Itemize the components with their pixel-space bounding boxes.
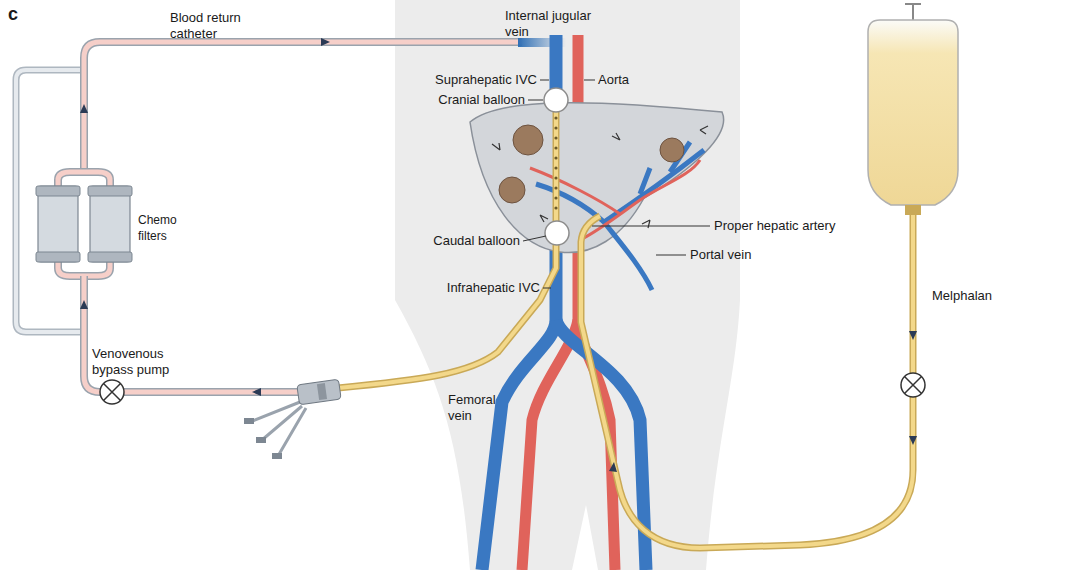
cranial-balloon [544,88,568,112]
vessel-label: Aorta [598,72,629,88]
infusion-pump-symbol [901,373,925,397]
chemo-filter-cartridge [36,186,132,262]
vessel-label: Infrahepatic IVC [447,280,540,296]
vessel-label: Proper hepatic artery [714,218,835,234]
liver-tumour [499,125,684,203]
panel-letter: c [8,6,18,22]
liver [470,103,724,253]
filter-bypass-line [16,70,84,332]
fenestration-holes [554,116,557,209]
portal-vein [536,142,704,290]
flow-arrow [80,38,330,396]
vessel-label: Internal jugular vein [505,8,595,40]
vessel-label: Femoral vein [448,392,508,424]
vessel-label: Suprahepatic IVC [435,72,537,88]
balloon-label: Cranial balloon [438,92,525,108]
vessel-label: Portal vein [690,247,751,263]
drug-label: Melphalan [932,288,992,304]
pump-label: Venovenous bypass pump [92,346,188,378]
flow-arrow [492,126,708,228]
catheter-hub [244,379,341,459]
infusion-bag [868,4,958,215]
balloon-label: Caudal balloon [433,233,520,249]
caudal-balloon [545,221,569,245]
melphalan-catheter [581,215,913,548]
leader-line [523,80,710,288]
double-balloon-catheter [338,104,556,388]
catheter-label: Blood return catheter [170,10,256,42]
flow-arrow [609,331,917,472]
pump-symbol [100,380,124,404]
filter-label: Chemo filters [138,212,194,244]
filter-bypass-line [16,70,84,332]
body-silhouette [395,0,740,570]
